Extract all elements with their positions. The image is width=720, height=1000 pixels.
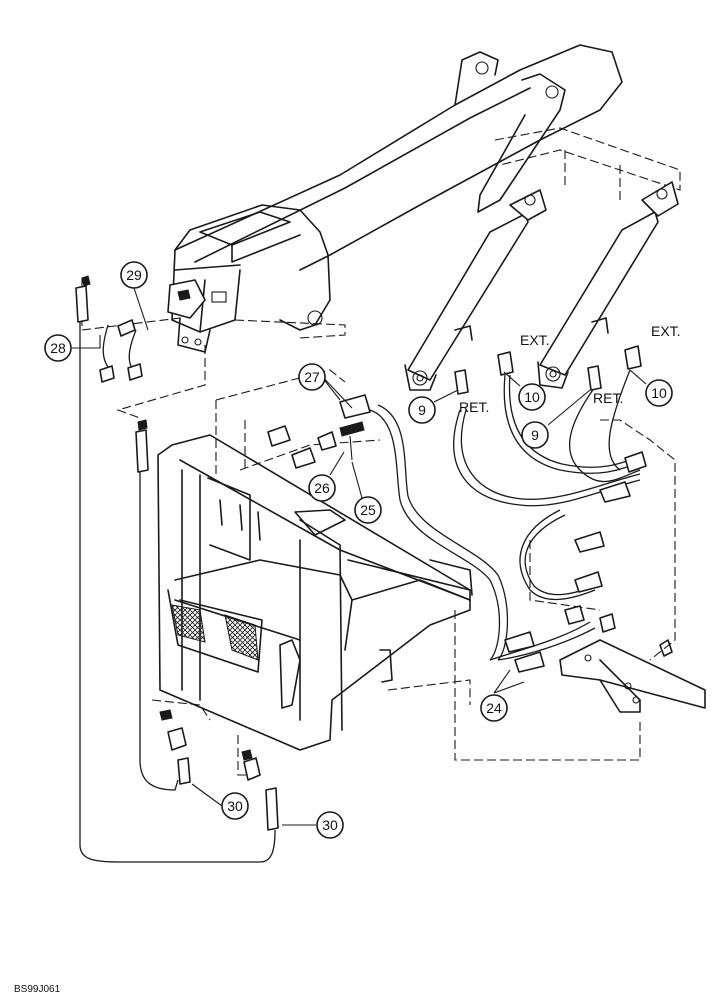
loader-frame	[157, 434, 473, 751]
callout-29: 29	[120, 261, 148, 289]
svg-text:28: 28	[50, 340, 66, 356]
callout-28: 28	[44, 334, 72, 362]
callout-9-left: 9	[408, 396, 436, 424]
svg-text:10: 10	[524, 389, 540, 405]
callout-10-left: 10	[518, 383, 546, 411]
hose-fittings	[75, 275, 647, 831]
callout-24: 24	[480, 694, 508, 722]
ext-label-right: EXT.	[651, 323, 681, 339]
svg-text:29: 29	[126, 267, 142, 283]
svg-text:24: 24	[486, 700, 502, 716]
svg-text:30: 30	[227, 798, 243, 814]
ret-label-left: RET.	[459, 399, 489, 415]
loader-boom-arm	[167, 44, 681, 353]
lift-cylinder-left	[404, 189, 547, 391]
callout-26: 26	[308, 474, 336, 502]
hydraulic-hoses	[79, 320, 641, 863]
svg-text:27: 27	[304, 369, 320, 385]
svg-text:10: 10	[651, 385, 667, 401]
callout-30-right: 30	[316, 811, 344, 839]
svg-text:9: 9	[418, 402, 426, 418]
figure-code: BS99J061	[14, 984, 61, 995]
ext-label-left: EXT.	[520, 332, 550, 348]
callout-10-right: 10	[645, 379, 673, 407]
svg-text:9: 9	[531, 427, 539, 443]
valve-mounting-plate	[559, 639, 706, 713]
projection-lines	[81, 278, 676, 776]
ret-label-right: RET.	[593, 390, 623, 406]
svg-text:26: 26	[314, 480, 330, 496]
lift-cylinder-right	[537, 181, 679, 389]
svg-text:30: 30	[322, 817, 338, 833]
callout-30-left: 30	[221, 792, 249, 820]
callout-9-right: 9	[521, 421, 549, 449]
svg-text:25: 25	[360, 502, 376, 518]
callout-25: 25	[354, 496, 382, 524]
callout-27: 27	[298, 363, 326, 391]
callout-leaders	[72, 287, 647, 826]
